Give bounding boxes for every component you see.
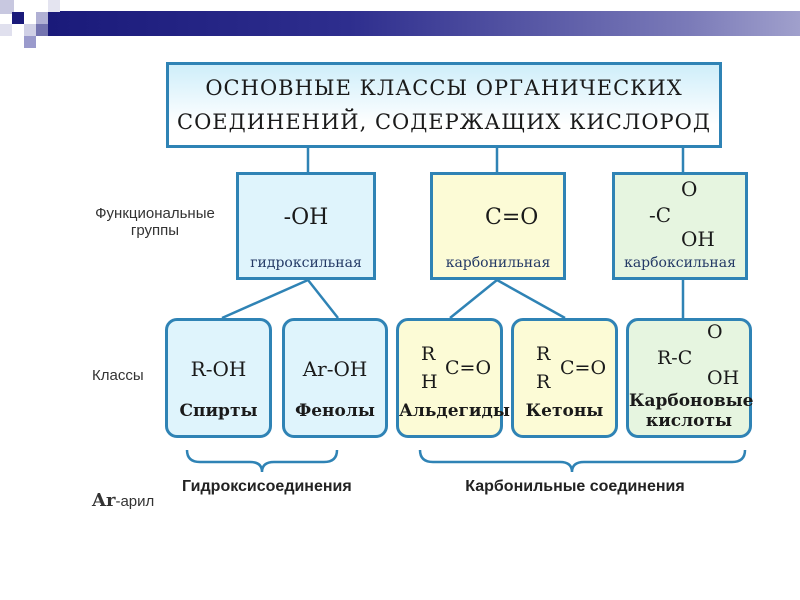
- header-bar: [48, 11, 800, 36]
- carbonyl: C=O: [445, 357, 492, 379]
- formula: C=O: [485, 205, 539, 230]
- class-name: Альдегиды: [399, 401, 510, 421]
- class-name: Спирты: [179, 401, 258, 421]
- title-line-2: СОЕДИНЕНИЙ, СОДЕРЖАЩИХ КИСЛОРОД: [177, 110, 711, 134]
- aryl-text: -арил: [115, 493, 155, 510]
- r1: R: [536, 343, 551, 365]
- brace-hydroxy: [185, 449, 339, 473]
- class-carboxylic-acids: R-C O OH Карбоновые кислоты: [626, 318, 754, 438]
- classes-label: Классы: [92, 367, 144, 384]
- class-ketones: R R C=O Кетоны: [511, 318, 618, 438]
- group-hydroxy-compounds: Гидроксисоединения: [182, 478, 352, 495]
- functional-group-carbonyl: C=O карбонильная: [430, 172, 566, 280]
- class-alcohols: R-OH Спирты: [165, 318, 272, 438]
- carbonyl: C=O: [560, 357, 607, 379]
- functional-group-carboxyl: -C O OH карбоксильная: [612, 172, 748, 280]
- r1: R: [421, 343, 436, 365]
- functional-group-hydroxyl: -OH гидроксильная: [236, 172, 376, 280]
- group-label: гидроксильная: [250, 255, 362, 271]
- class-name: Кетоны: [525, 401, 604, 421]
- formula: Ar-OH: [302, 357, 368, 381]
- formula-oh: OH: [707, 367, 740, 389]
- formula: -OH: [283, 205, 329, 230]
- aryl-note: Ar-арил: [92, 490, 154, 511]
- formula-o: O: [681, 177, 698, 201]
- diagram-title: ОСНОВНЫЕ КЛАССЫ ОРГАНИЧЕСКИХ СОЕДИНЕНИЙ,…: [166, 62, 722, 148]
- class-name: Фенолы: [295, 401, 375, 421]
- aryl-symbol: Ar: [92, 490, 116, 511]
- formula-c: -C: [649, 203, 672, 227]
- formula-o: O: [707, 321, 723, 343]
- formula: R-OH: [190, 357, 247, 381]
- group-label: карбоксильная: [624, 255, 736, 271]
- group-label: карбонильная: [445, 255, 551, 271]
- functional-groups-label: Функциональные группы: [80, 205, 230, 239]
- class-name-line-2: кислоты: [645, 411, 733, 431]
- formula-rc: R-C: [657, 347, 693, 369]
- r2: R: [536, 371, 551, 393]
- group-carbonyl-compounds: Карбонильные соединения: [465, 478, 685, 495]
- label-line-1: Функциональные: [95, 205, 215, 222]
- class-phenols: Ar-OH Фенолы: [282, 318, 388, 438]
- label-line-2: группы: [130, 222, 180, 239]
- r2: H: [421, 371, 438, 393]
- class-aldehydes: R H C=O Альдегиды: [396, 318, 510, 438]
- class-name: Карбоновые кислоты: [629, 391, 754, 431]
- brace-carbonyl: [418, 449, 747, 473]
- title-line-1: ОСНОВНЫЕ КЛАССЫ ОРГАНИЧЕСКИХ: [205, 76, 683, 100]
- formula-oh: OH: [681, 227, 715, 251]
- class-name-line-1: Карбоновые: [629, 391, 754, 411]
